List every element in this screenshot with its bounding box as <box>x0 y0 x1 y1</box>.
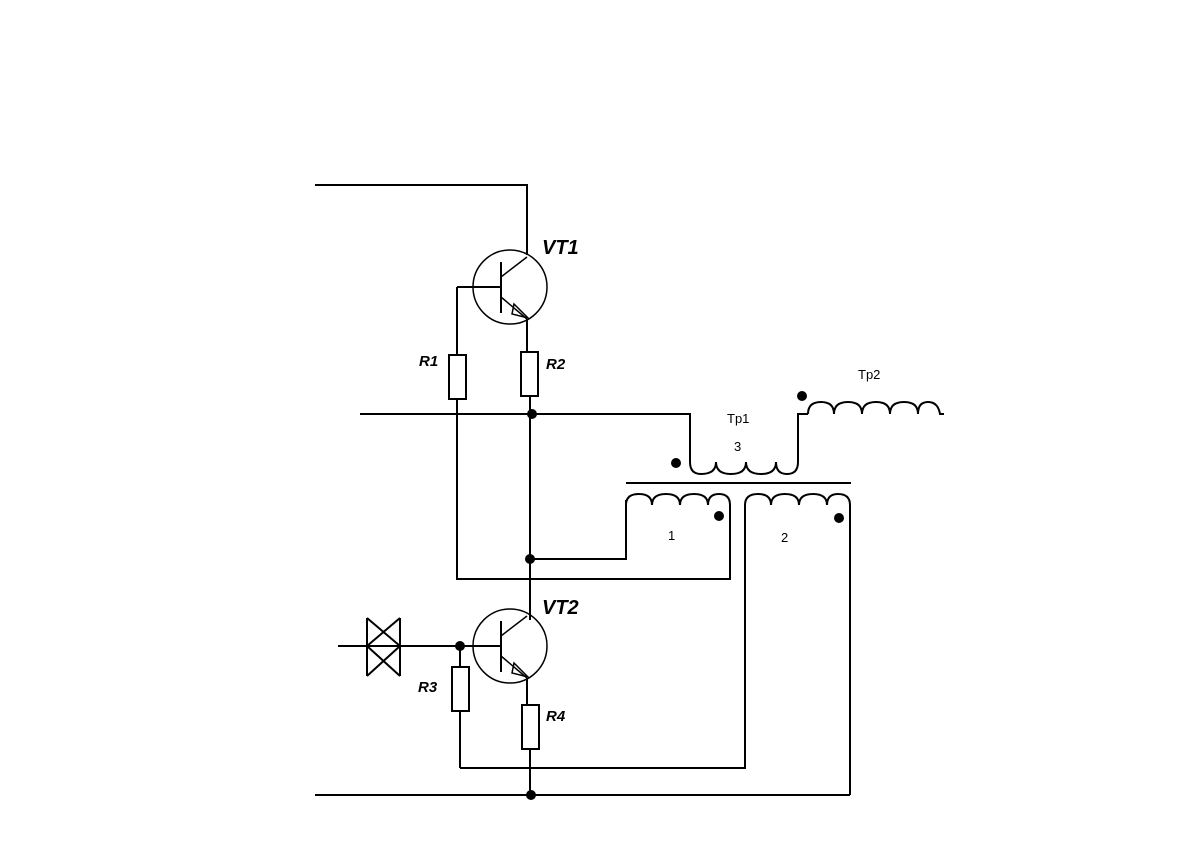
bidirectional-diode <box>338 617 460 677</box>
resistor-r2 <box>520 351 539 397</box>
vt1-label: VT1 <box>542 237 579 259</box>
tp2-label: Tp2 <box>858 367 880 382</box>
resistor-r3 <box>451 666 470 712</box>
winding-3-label: 3 <box>734 439 741 454</box>
winding-2-label: 2 <box>781 530 788 545</box>
winding-1-label: 1 <box>668 528 675 543</box>
junction-dot <box>525 554 535 564</box>
vt2-label: VT2 <box>542 597 579 619</box>
r2-label: R2 <box>546 356 566 373</box>
mid-input-wire <box>360 413 691 462</box>
winding2-left-wire <box>460 505 746 769</box>
top-rail-wire <box>315 184 528 255</box>
r1-lower-wire <box>456 399 731 580</box>
transformer-tp2 <box>797 391 944 415</box>
transistor-vt2 <box>460 608 548 684</box>
r3-label: R3 <box>418 679 438 696</box>
r1-label: R1 <box>419 353 438 370</box>
resistor-r1 <box>448 354 467 400</box>
transistor-vt1 <box>457 249 548 325</box>
resistor-r4 <box>521 704 540 750</box>
r4-label: R4 <box>546 708 566 725</box>
transformer-tp1 <box>625 413 851 523</box>
junction-dot <box>527 409 537 419</box>
winding1-left-wire <box>530 500 627 560</box>
junction-dot <box>526 790 536 800</box>
tp1-label: Tp1 <box>727 411 749 426</box>
